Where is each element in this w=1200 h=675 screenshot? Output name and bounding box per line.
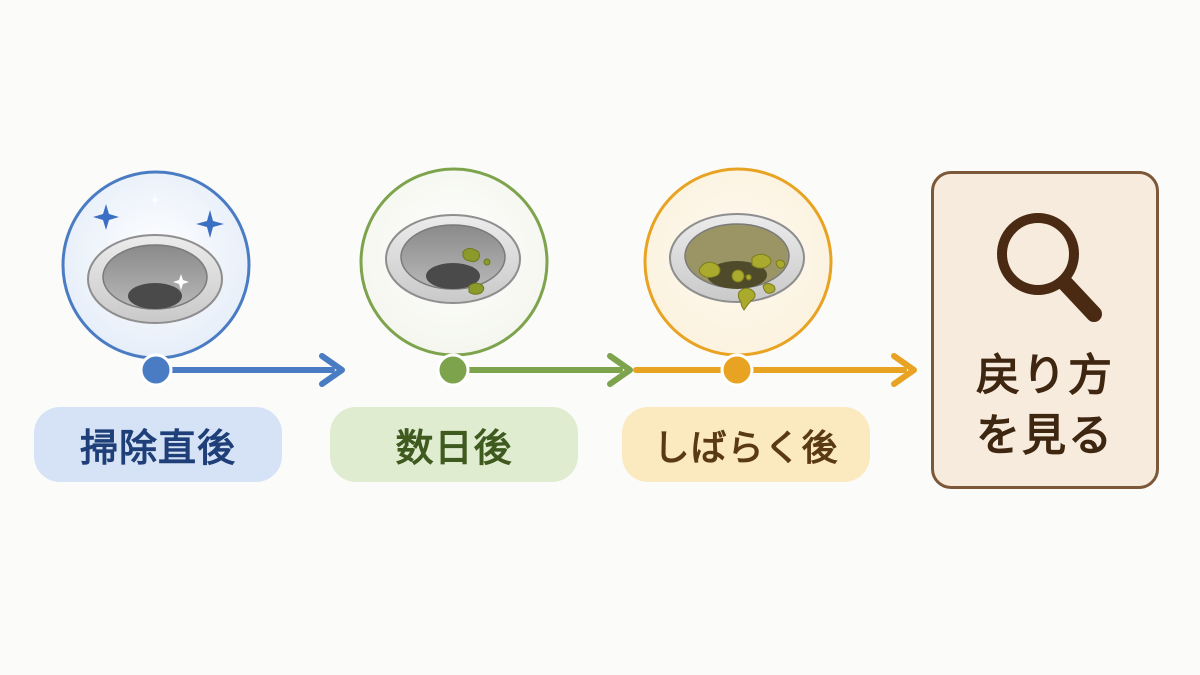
step-1-illustration xyxy=(61,170,251,360)
drain-icon xyxy=(87,234,223,324)
arrow-head xyxy=(891,353,917,387)
step-3-illustration xyxy=(643,167,833,357)
grime-spots xyxy=(698,253,786,311)
view-recovery-button[interactable]: 戻り方 を見る xyxy=(931,171,1159,489)
magnifier-icon xyxy=(997,213,1102,322)
timeline-dot-1 xyxy=(139,353,173,387)
sparkle-icon xyxy=(93,204,119,230)
step-3-label: しばらく後 xyxy=(622,407,870,482)
view-recovery-label: 戻り方 を見る xyxy=(976,350,1114,461)
arrow-head xyxy=(319,353,345,387)
timeline-dot-3 xyxy=(720,353,754,387)
timeline-arrows xyxy=(167,353,917,387)
sparkle-icon xyxy=(150,195,160,205)
step-2-label: 数日後 xyxy=(330,407,578,482)
drain-icon xyxy=(385,214,521,304)
timeline-dot-2 xyxy=(436,353,470,387)
sparkle-icon xyxy=(196,210,224,238)
arrow-head xyxy=(607,353,633,387)
drain-icon xyxy=(669,213,805,303)
grime-spots xyxy=(462,247,491,295)
sparkle-icon xyxy=(173,274,189,290)
step-2-illustration xyxy=(359,167,549,357)
step-1-label: 掃除直後 xyxy=(34,407,282,482)
